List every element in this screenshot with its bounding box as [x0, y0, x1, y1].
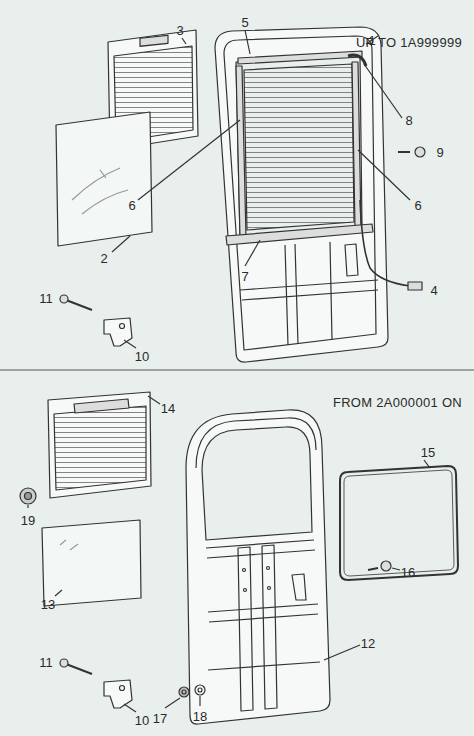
callout-number: 11: [39, 292, 53, 305]
callout-number: 11: [39, 656, 53, 669]
callout-number: 18: [193, 710, 207, 723]
callout-number: 1: [368, 34, 375, 47]
callout-number: 8: [405, 114, 412, 127]
callout-number: 6: [128, 199, 135, 212]
callout-number: 17: [153, 712, 167, 725]
callout-number: 7: [241, 270, 248, 283]
callout-number: 5: [241, 16, 248, 29]
callout-number: 10: [135, 350, 149, 363]
callout-number: 19: [21, 514, 35, 527]
callout-number: 12: [361, 637, 375, 650]
callout-number: 4: [430, 284, 437, 297]
callout-number: 14: [161, 402, 175, 415]
serial-range-heading: FROM 2A000001 ON: [333, 396, 462, 409]
callout-number: 2: [100, 252, 107, 265]
callout-number: 10: [135, 714, 149, 727]
callout-number: 13: [41, 598, 55, 611]
callout-number: 3: [176, 24, 183, 37]
callout-number: 15: [421, 446, 435, 459]
callout-number: 9: [436, 146, 443, 159]
callout-number: 6: [414, 199, 421, 212]
callout-number: 16: [401, 566, 415, 579]
